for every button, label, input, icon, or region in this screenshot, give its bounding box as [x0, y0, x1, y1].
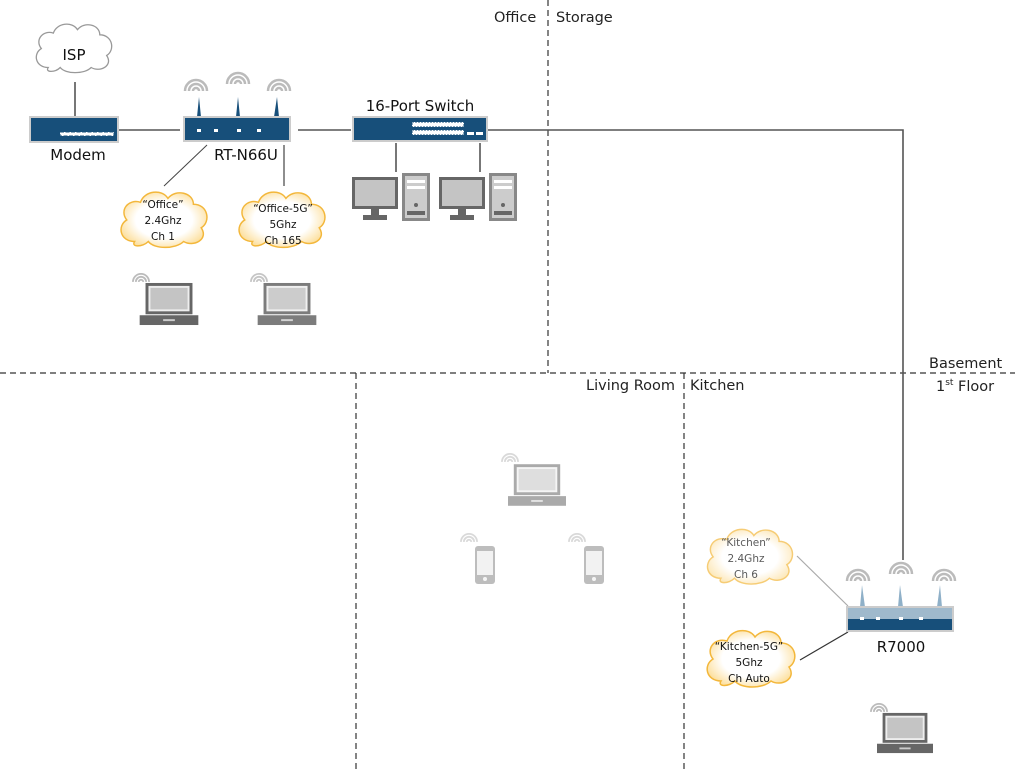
desktop-monitor-icon	[352, 177, 398, 220]
link-router-office-ssid	[163, 144, 208, 187]
zone-label-kitchen: Kitchen	[690, 378, 745, 394]
svg-text:Ch 1: Ch 1	[151, 231, 175, 243]
laptop-icon	[249, 272, 317, 326]
zone-label-basement: Basement	[929, 356, 1003, 372]
switch-icon	[352, 116, 488, 142]
zone-label-office: Office	[494, 10, 536, 26]
link-r7000-kitchen5g-ssid	[799, 631, 849, 661]
phone-icon	[459, 532, 495, 584]
zone-label-living-room: Living Room	[586, 378, 675, 394]
modem-icon	[29, 116, 119, 143]
laptop-icon	[131, 272, 199, 326]
ssid-cloud-office: “Office” 2.4Ghz Ch 1	[120, 191, 208, 249]
svg-text:Ch 6: Ch 6	[734, 569, 758, 581]
ssid-cloud-kitchen: “Kitchen” 2.4Ghz Ch 6	[706, 528, 794, 585]
svg-text:Ch Auto: Ch Auto	[728, 673, 770, 685]
desktop-monitor-icon	[439, 177, 485, 220]
zone-label-storage: Storage	[556, 10, 613, 26]
svg-text:“Kitchen”: “Kitchen”	[721, 537, 770, 549]
isp-label: ISP	[63, 46, 86, 64]
laptop-icon	[869, 702, 933, 754]
link-switch-r7000	[488, 129, 904, 560]
svg-text:Ch 165: Ch 165	[264, 235, 301, 247]
svg-text:“Office-5G”: “Office-5G”	[253, 203, 313, 215]
svg-text:2.4Ghz: 2.4Ghz	[144, 215, 181, 227]
svg-text:“Kitchen-5G”: “Kitchen-5G”	[715, 641, 783, 653]
svg-text:“Office”: “Office”	[142, 199, 183, 211]
router-r7000-icon	[845, 561, 957, 632]
svg-text:2.4Ghz: 2.4Ghz	[727, 553, 764, 565]
router-rt-n66u-label: RT-N66U	[214, 146, 278, 164]
router-rt-n66u-icon	[183, 71, 292, 142]
zone-label-first-floor: 1st Floor	[936, 378, 994, 395]
switch-label: 16-Port Switch	[366, 97, 475, 115]
svg-text:5Ghz: 5Ghz	[270, 219, 297, 231]
ssid-cloud-office-5g: “Office-5G” 5Ghz Ch 165	[238, 191, 326, 249]
phone-icon	[567, 532, 604, 584]
desktop-tower-icon	[402, 173, 430, 221]
desktop-tower-icon	[489, 173, 517, 221]
ssid-cloud-kitchen-5g: “Kitchen-5G” 5Ghz Ch Auto	[706, 629, 796, 688]
laptop-icon	[500, 452, 566, 506]
svg-text:5Ghz: 5Ghz	[736, 657, 763, 669]
modem-label: Modem	[50, 146, 105, 164]
router-r7000-label: R7000	[877, 638, 926, 656]
link-r7000-kitchen-ssid	[796, 555, 849, 607]
